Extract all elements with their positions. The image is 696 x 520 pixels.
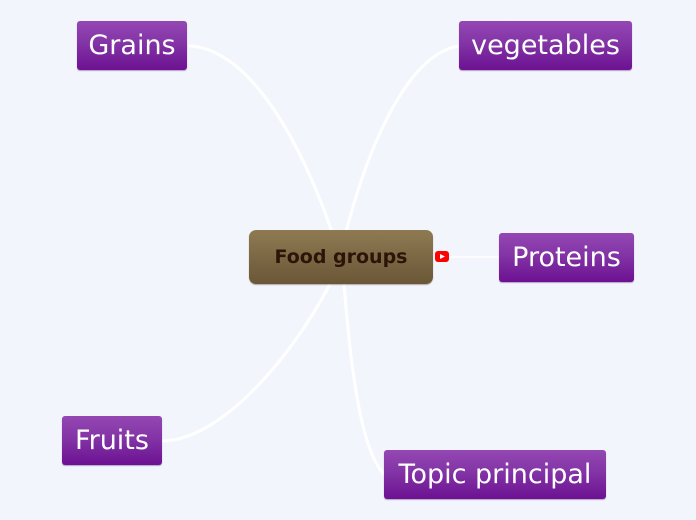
connector-principal: [342, 282, 386, 476]
connector-vegetables: [344, 44, 462, 234]
topic-proteins-label: Proteins: [512, 242, 621, 273]
topic-vegetables[interactable]: vegetables: [459, 21, 632, 70]
central-topic-label: Food groups: [274, 246, 408, 268]
youtube-video-icon[interactable]: [435, 251, 449, 262]
topic-proteins[interactable]: Proteins: [499, 233, 634, 282]
topic-fruits[interactable]: Fruits: [62, 416, 162, 465]
central-topic[interactable]: Food groups: [249, 230, 433, 284]
topic-grains-label: Grains: [88, 30, 176, 61]
connector-grains: [188, 44, 334, 234]
topic-principal-label: Topic principal: [398, 459, 592, 490]
topic-fruits-label: Fruits: [75, 425, 149, 456]
topic-principal[interactable]: Topic principal: [384, 450, 606, 499]
connector-fruits: [161, 282, 332, 443]
topic-vegetables-label: vegetables: [471, 30, 620, 61]
topic-grains[interactable]: Grains: [77, 21, 187, 70]
